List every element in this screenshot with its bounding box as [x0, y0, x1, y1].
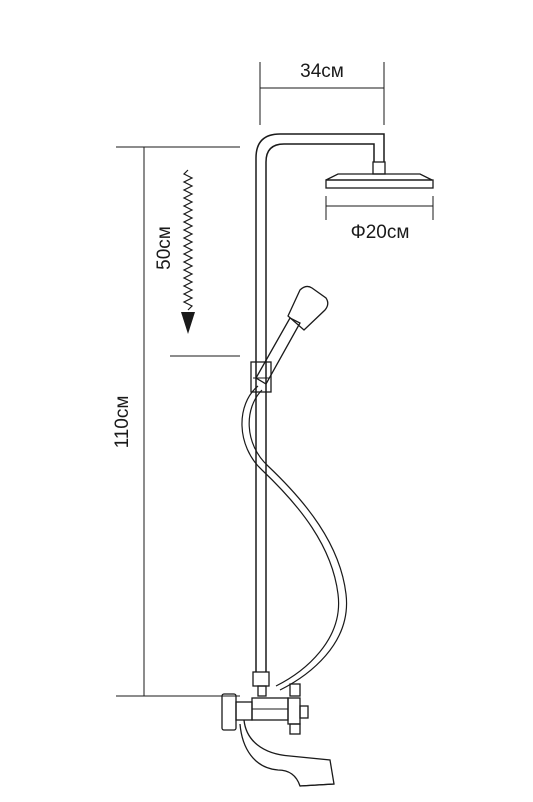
overhead-shower-head — [325, 161, 434, 189]
total-height-label: 110см — [112, 396, 133, 449]
head-diameter-label: Φ20см — [351, 222, 410, 243]
total-height-dimension: 110см — [112, 146, 240, 697]
arm-width-dimension: 34см — [259, 61, 385, 125]
adjust-range-indicator: 50см — [154, 169, 195, 334]
bath-spout — [239, 719, 335, 787]
flexible-hose — [241, 385, 348, 691]
arm-width-label: 34см — [300, 61, 344, 82]
riser-connector — [252, 671, 270, 697]
arrow-down-icon — [181, 312, 195, 334]
adjust-range-label: 50см — [154, 226, 175, 270]
riser-pipe — [255, 133, 385, 672]
hand-shower — [255, 285, 329, 385]
slide-bracket — [250, 361, 272, 393]
head-diameter-dimension: Φ20см — [325, 196, 434, 243]
handle-knob-icon — [289, 683, 301, 697]
mixer-valve — [221, 683, 309, 735]
